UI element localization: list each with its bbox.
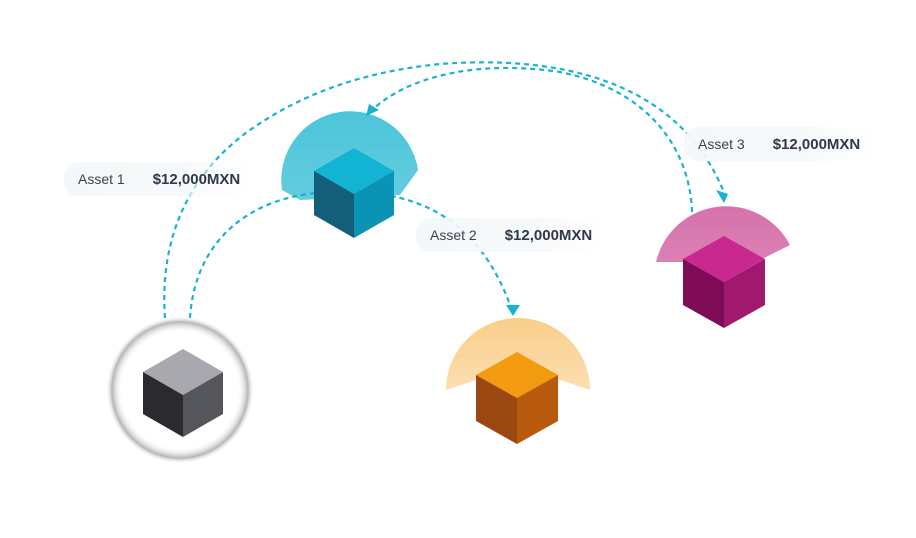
asset-3-name: Asset 3 [698, 136, 745, 152]
cube-left-face [683, 259, 724, 328]
cube-right-face [354, 171, 394, 238]
asset-1-cube [314, 148, 394, 238]
cube-left-face [314, 171, 354, 238]
cube-right-face [724, 259, 765, 328]
cube-left-face [476, 375, 517, 444]
source-cube [143, 349, 223, 437]
arrowhead-asset2 [506, 305, 520, 316]
connector-asset3-to-asset1 [371, 66, 694, 213]
asset-3-sphere [656, 206, 790, 262]
cube-right-face [183, 372, 223, 437]
asset-2-cube [476, 352, 558, 444]
asset-1-amount: $12,000MXN [152, 170, 241, 188]
arrowheads [366, 104, 728, 316]
asset-3-amount: $12,000MXN [772, 135, 861, 153]
connector-source-to-asset1 [163, 61, 727, 319]
arrowhead-asset3 [716, 190, 728, 203]
asset-2-label: Asset 2 $12,000MXN [416, 218, 607, 252]
asset-1-name: Asset 1 [78, 171, 125, 187]
asset-3-cube [683, 236, 765, 328]
cube-left-face [143, 372, 183, 437]
cube-right-face [517, 375, 558, 444]
asset-1-label: Asset 1 $12,000MXN [64, 162, 255, 196]
asset-2-amount: $12,000MXN [504, 226, 593, 244]
arrowhead-asset1 [366, 104, 379, 116]
asset-3-node [656, 206, 790, 262]
asset-3-label: Asset 3 $12,000MXN [684, 127, 875, 161]
asset-2-name: Asset 2 [430, 227, 477, 243]
